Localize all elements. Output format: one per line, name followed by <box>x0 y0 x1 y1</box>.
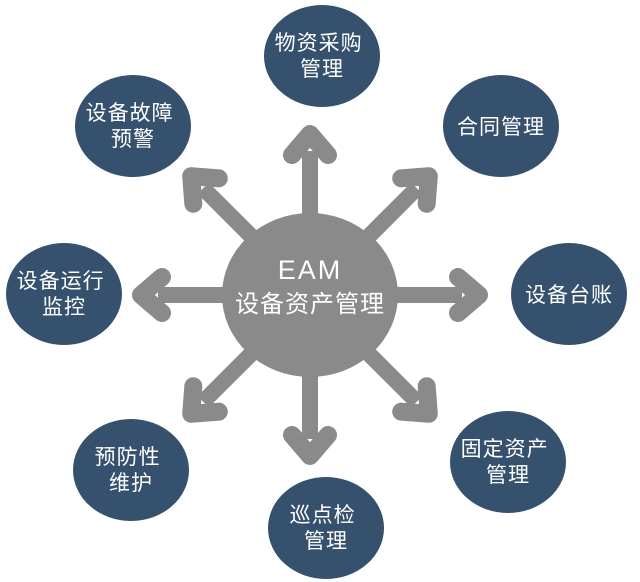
hub-subtitle: 设备资产管理 <box>235 291 385 318</box>
hub-circle <box>222 213 398 377</box>
node-label: 设备台账 <box>525 284 613 307</box>
node-preventive-maintenance: 预防性 维护 <box>73 419 189 521</box>
hub: EAM 设备资产管理 <box>222 213 398 377</box>
node-material-procurement-management: 物资采购 管理 <box>264 5 380 107</box>
node-circle <box>264 5 380 107</box>
node-circle <box>75 75 191 177</box>
node-circle <box>443 75 559 177</box>
node-label: 预防性 维护 <box>95 446 168 495</box>
node-fixed-assets-management: 固定资产 管理 <box>450 411 566 513</box>
node-label: 固定资产 管理 <box>461 438 556 487</box>
node-label: 设备故障 预警 <box>86 102 181 151</box>
node-circle <box>6 243 122 345</box>
node-label: 设备运行 监控 <box>17 270 112 319</box>
node-label: 物资采购 管理 <box>275 32 370 81</box>
node-circle <box>73 419 189 521</box>
node-circle <box>511 243 627 345</box>
node-label: 合同管理 <box>457 116 545 139</box>
node-equipment-fault-warning: 设备故障 预警 <box>75 75 191 177</box>
node-label: 巡点检 管理 <box>290 504 363 553</box>
hub-title: EAM <box>278 255 343 285</box>
node-circle <box>450 411 566 513</box>
node-contract-management: 合同管理 <box>443 75 559 177</box>
node-equipment-operation-monitoring: 设备运行 监控 <box>6 243 122 345</box>
node-equipment-ledger: 设备台账 <box>511 243 627 345</box>
node-inspection-management: 巡点检 管理 <box>268 477 384 579</box>
node-circle <box>268 477 384 579</box>
